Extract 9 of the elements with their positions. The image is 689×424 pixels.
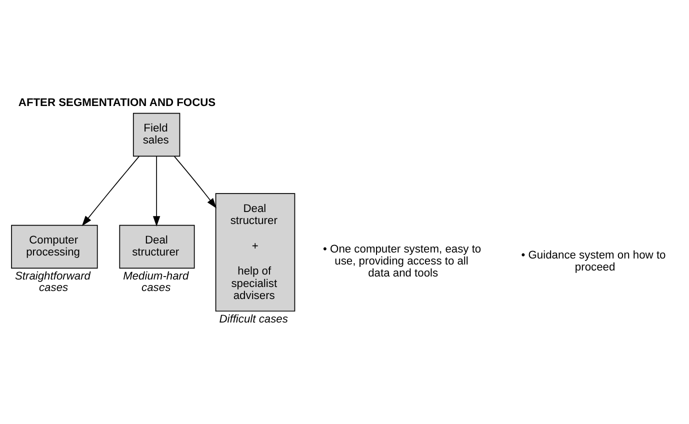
label: • One computer system, easy to use, providing access to all data and tools: [323, 243, 482, 280]
arrow: [152, 156, 160, 226]
node-label: Medium-hard cases: [123, 270, 189, 294]
node-label: Straightforward cases: [14, 270, 91, 294]
node-label: Difficult cases: [219, 314, 288, 326]
diagram-title: AFTER SEGMENTATION AND FOCUS: [18, 96, 216, 109]
arrow: [174, 156, 216, 208]
arrow: [82, 156, 140, 226]
label: • Guidance system on how to proceed: [521, 249, 666, 274]
